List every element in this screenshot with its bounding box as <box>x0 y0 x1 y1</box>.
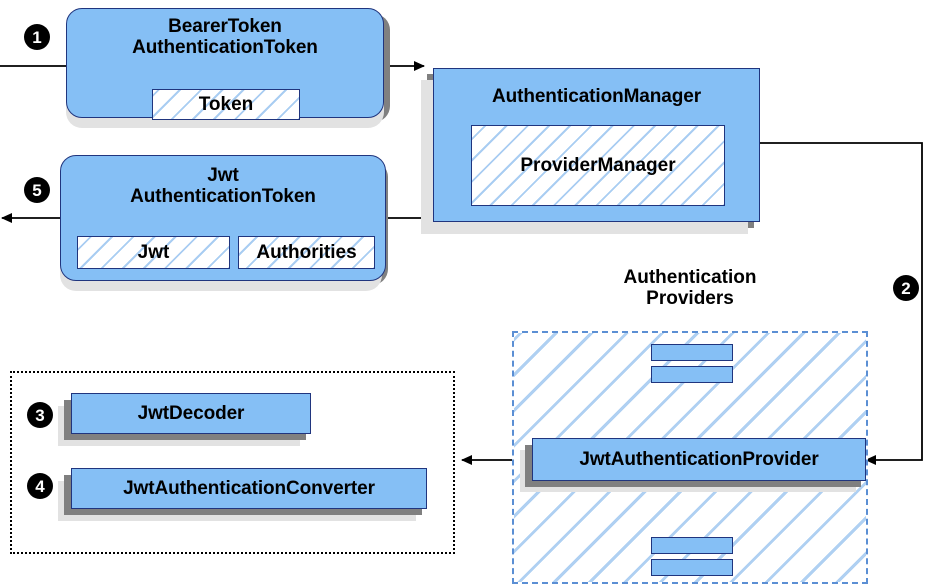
slot-token[interactable]: Token <box>152 89 300 120</box>
slot-jwt-label: Jwt <box>137 241 170 263</box>
slot-authorities-label: Authorities <box>256 241 357 263</box>
provider-placeholder-bar-2 <box>651 366 733 383</box>
step-marker-1: 1 <box>24 24 50 50</box>
group-jwt-support <box>10 371 455 554</box>
node-jwt-token-title: Jwt AuthenticationToken <box>130 165 316 208</box>
node-jwt-authentication-provider-title: JwtAuthenticationProvider <box>579 448 819 470</box>
group-authentication-providers-label: Authentication Providers <box>623 267 757 310</box>
node-bearer-token-authentication-token[interactable]: BearerToken AuthenticationToken Token <box>66 8 384 120</box>
node-jwt-decoder-title: JwtDecoder <box>137 402 245 424</box>
slot-provider-manager[interactable]: ProviderManager <box>471 125 725 206</box>
step-marker-2: 2 <box>893 275 919 301</box>
slot-token-label: Token <box>198 93 254 115</box>
node-authentication-manager[interactable]: AuthenticationManager ProviderManager <box>433 68 760 222</box>
node-authentication-manager-title: AuthenticationManager <box>491 86 702 107</box>
node-jwt-authentication-token[interactable]: Jwt AuthenticationToken Jwt Authorities <box>60 155 386 281</box>
provider-placeholder-bar-4 <box>651 559 733 576</box>
step-marker-5: 5 <box>24 177 50 203</box>
slot-provider-manager-label: ProviderManager <box>520 154 676 176</box>
step-marker-3: 3 <box>27 402 53 428</box>
node-jwt-decoder[interactable]: JwtDecoder <box>71 393 311 434</box>
node-jwt-authentication-provider[interactable]: JwtAuthenticationProvider <box>532 438 866 481</box>
step-marker-4: 4 <box>27 473 53 499</box>
slot-authorities[interactable]: Authorities <box>238 236 375 269</box>
node-jwt-authentication-converter[interactable]: JwtAuthenticationConverter <box>71 468 427 509</box>
slot-jwt[interactable]: Jwt <box>77 236 230 269</box>
node-bearer-token-title: BearerToken AuthenticationToken <box>132 16 318 59</box>
provider-placeholder-bar-1 <box>651 344 733 361</box>
node-jwt-authentication-converter-title: JwtAuthenticationConverter <box>123 477 375 499</box>
provider-placeholder-bar-3 <box>651 537 733 554</box>
